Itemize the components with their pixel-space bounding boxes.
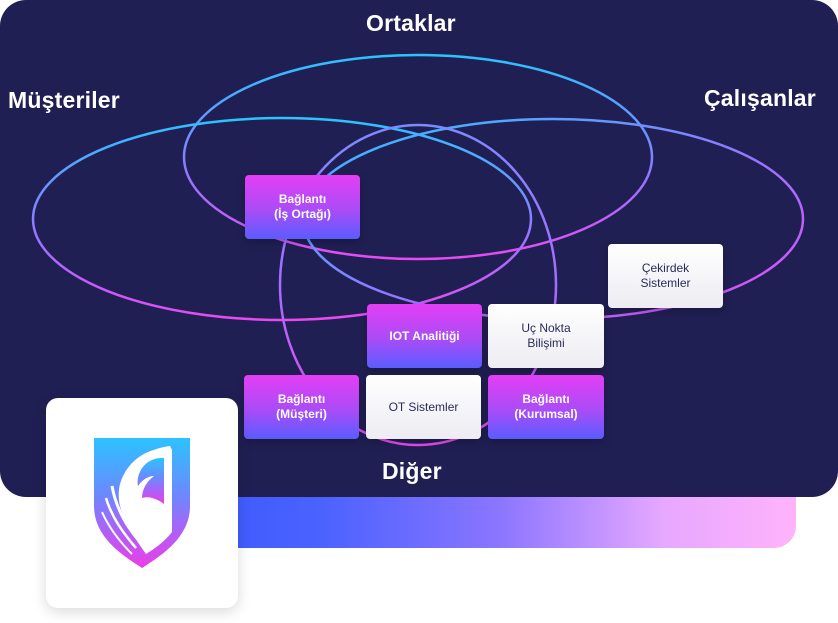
box-line: (Kurumsal): [514, 407, 578, 421]
box-line: Çekirdek: [641, 261, 690, 275]
box-ot-sistemler: OT Sistemler: [366, 375, 481, 439]
box-iot-analitigi: IOT Analitiği: [367, 304, 482, 368]
box-uc-nokta-bilisimi: Uç Nokta Bilişimi: [488, 304, 604, 368]
logo-card: [46, 398, 238, 608]
box-line: Bilişimi: [527, 336, 565, 350]
gradient-bar: [200, 488, 796, 548]
box-cekirdek-sistemler: Çekirdek Sistemler: [608, 244, 723, 308]
ellipse-musteriler: [31, 116, 533, 322]
box-line: (Müşteri): [276, 407, 327, 421]
ellipse-calisanlar: [301, 117, 805, 321]
box-line: IOT Analitiği: [389, 328, 460, 343]
label-musteriler: Müşteriler: [8, 87, 120, 113]
label-calisanlar: Çalışanlar: [704, 85, 816, 111]
label-diger: Diğer: [382, 458, 442, 484]
box-line: Bağlantı: [522, 392, 570, 406]
box-line: (İş Ortağı): [274, 207, 331, 221]
box-line: Bağlantı: [278, 192, 327, 206]
box-line: Sistemler: [640, 276, 691, 290]
box-line: Uç Nokta: [521, 321, 571, 335]
box-line: OT Sistemler: [388, 399, 459, 414]
horse-shield-logo-icon: [94, 438, 190, 568]
box-baglanti-is-ortagi: Bağlantı (İş Ortağı): [245, 175, 360, 239]
box-line: Bağlantı: [277, 392, 326, 406]
label-ortaklar: Ortaklar: [366, 10, 456, 36]
ellipse-ortaklar: [182, 53, 654, 261]
box-baglanti-musteri: Bağlantı (Müşteri): [244, 375, 359, 439]
ellipse-diger: [278, 123, 558, 447]
box-baglanti-kurumsal: Bağlantı (Kurumsal): [488, 375, 604, 439]
